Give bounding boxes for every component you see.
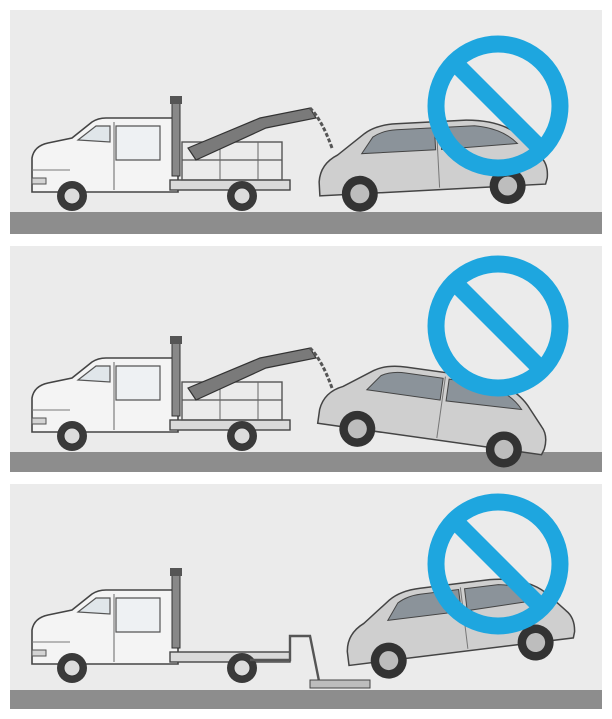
tow-panel-2 (10, 246, 602, 472)
tow-illustration-2 (10, 246, 602, 472)
ground-strip (10, 690, 602, 709)
tow-illustration-3 (10, 484, 602, 709)
tow-panel-1 (10, 10, 602, 234)
tow-illustration-1 (10, 10, 602, 234)
tow-panel-3 (10, 484, 602, 709)
ground-strip (10, 212, 602, 234)
